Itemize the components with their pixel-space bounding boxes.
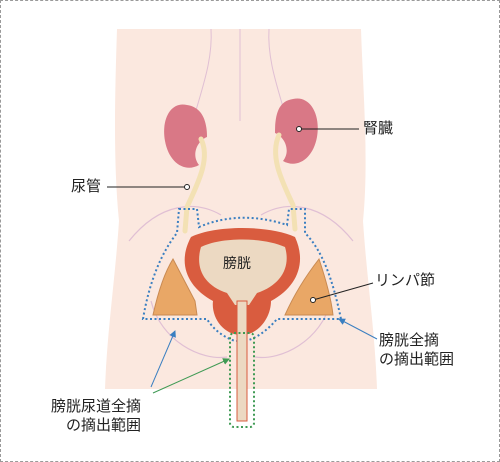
kidney-label: 腎臓	[363, 119, 394, 137]
pelvis-contour-right	[260, 205, 354, 242]
cystectomy-arrow-right	[338, 318, 378, 340]
left-lymph-node	[152, 257, 198, 316]
ureter-label: 尿管	[71, 177, 102, 195]
right-lymph-node	[284, 257, 334, 316]
pelvis-contour-left	[128, 205, 222, 242]
bladder-label: 膀胱	[223, 256, 251, 272]
cystourethrectomy-boundary	[229, 332, 255, 428]
left-ureter	[182, 136, 207, 234]
ureter-leader-dot	[184, 184, 190, 190]
bladder-lumen	[199, 239, 287, 305]
right-ureter	[273, 132, 298, 232]
cystourethrectomy-arrow	[152, 358, 230, 394]
kidney-leader-dot	[296, 126, 302, 132]
cystectomy-arrow-left	[150, 330, 176, 388]
lymph-node-leader-dot	[310, 297, 316, 303]
left-kidney	[164, 104, 207, 168]
cystectomy-range-label: 膀胱全摘 の摘出範囲	[379, 331, 455, 368]
right-kidney	[275, 98, 318, 164]
cystourethrectomy-range-label: 膀胱尿道全摘 の摘出範囲	[51, 397, 142, 434]
lymph-node-leader	[312, 282, 374, 301]
urethra	[236, 300, 248, 422]
lymph-node-label: リンパ節	[375, 271, 436, 289]
